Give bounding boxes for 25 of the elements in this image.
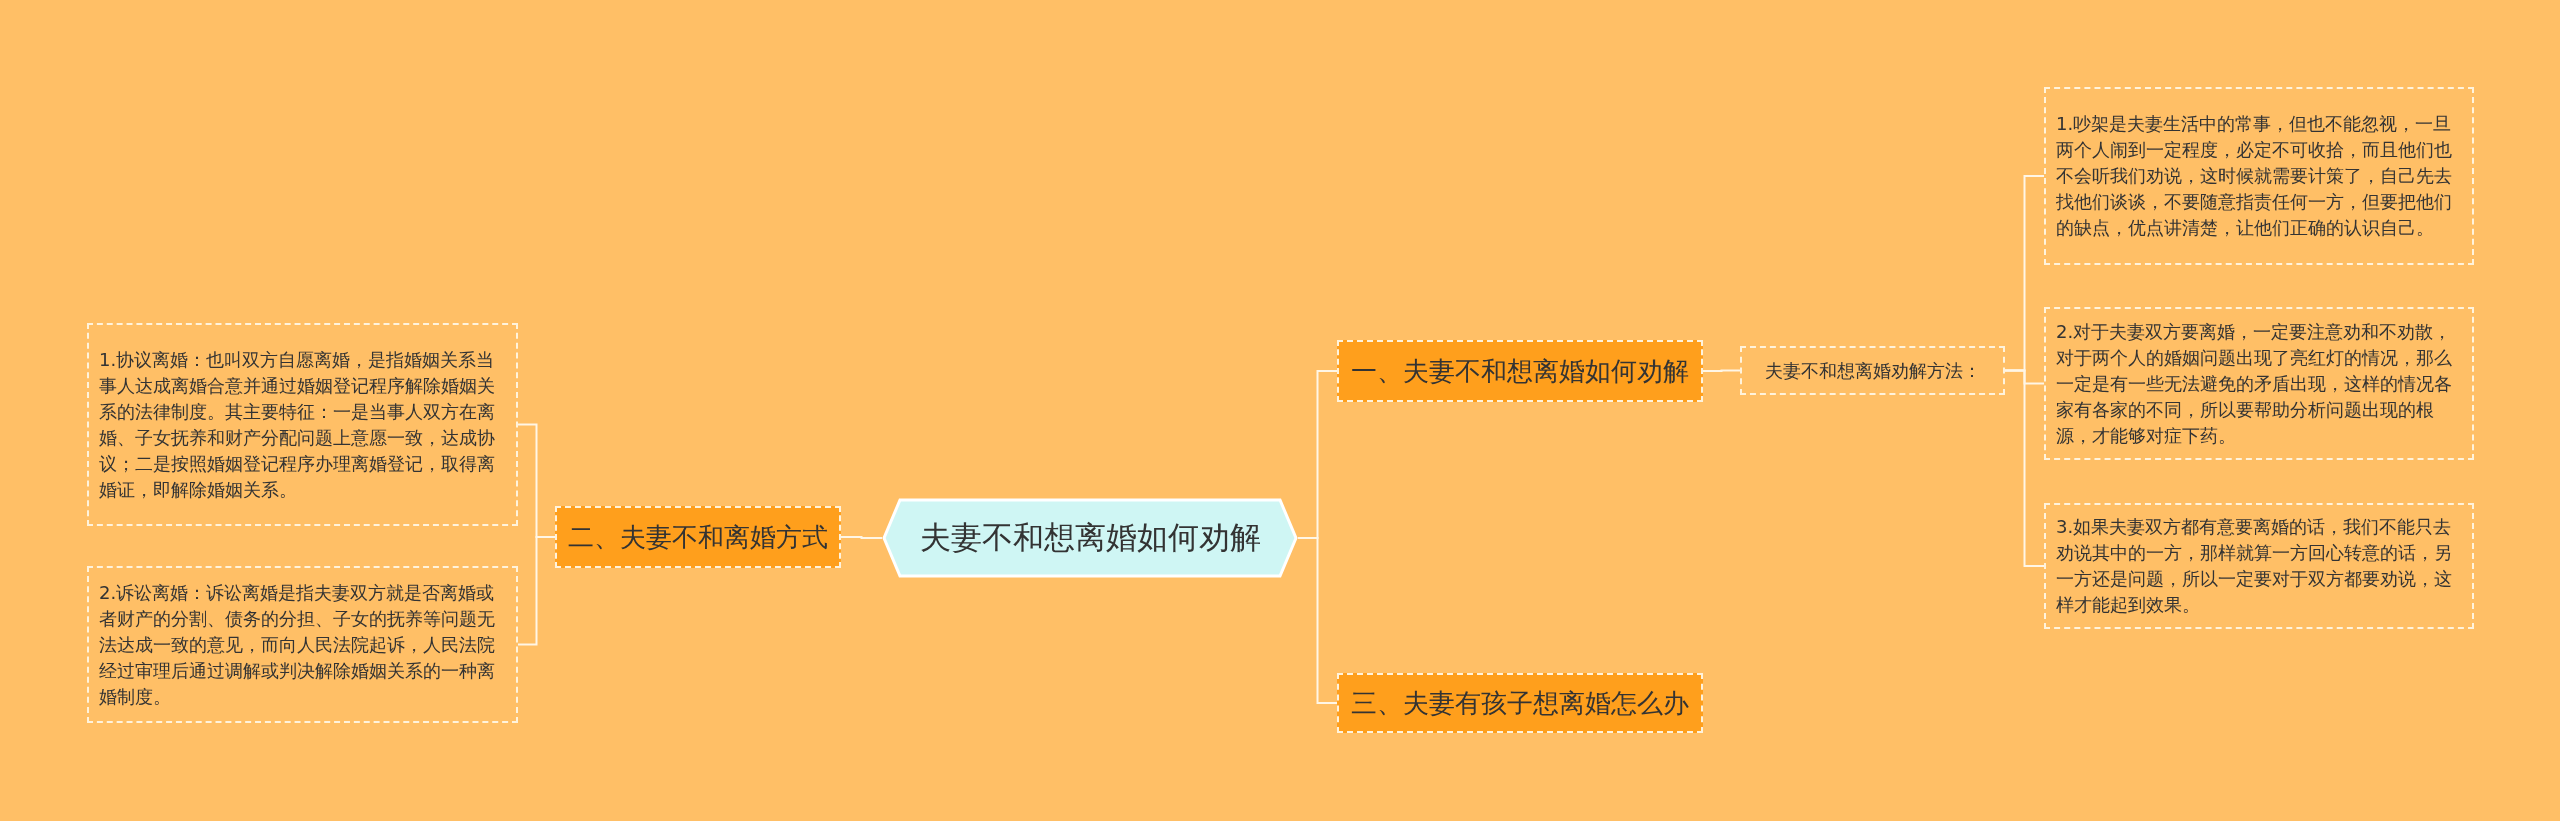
- branch-topic-box: [1337, 340, 1703, 402]
- note-text: 3.如果夫妻双方都有意要离婚的话，我们不能只去劝说其中的一方，那样就算一方回心转意的话，另一方还是问题，所以一定要对于双方都要劝说，这样才能起到效果。: [2056, 515, 2453, 617]
- note-box: [2044, 503, 2474, 629]
- note-box: [2044, 307, 2474, 460]
- branch-topic-box: [1337, 673, 1703, 733]
- connector-line: [840, 536, 883, 539]
- note-box: [87, 323, 518, 526]
- subtopic-box: [1740, 346, 2005, 395]
- topic-label: 一、夫妻不和想离婚如何劝解: [1351, 354, 1689, 388]
- note-text: 1.吵架是夫妻生活中的常事，但也不能忽视，一旦两个人闹到一定程度，必定不可收拾，而且他们也不会听我们劝说，这时候就需要计策了，自己先去找他们谈谈，不要随意指责任何一方，但要把他们的缺点，优点讲清楚，让他们正确的认识自己。: [2056, 112, 2453, 240]
- subtopic-label: 夫妻不和想离婚劝解方法：: [1764, 358, 1981, 383]
- topic-title: 夫妻不和想离婚如何劝解: [919, 518, 1261, 557]
- connector-line: [2004, 369, 2045, 567]
- topic-label: 二、夫妻不和离婚方式: [568, 520, 828, 554]
- connector-line: [1297, 537, 1338, 704]
- connector-line: [517, 536, 556, 646]
- note-text: 2.对于夫妻双方要离婚，一定要注意劝和不劝散，对于两个人的婚姻问题出现了亮红灯的情况，那么一定是有一些无法避免的矛盾出现，这样的情况各家有各家的不同，所以要帮助分析问题出现的根源，才能够对症下药。: [2056, 319, 2453, 448]
- topic-label: 三、夫妻有孩子想离婚怎么办: [1351, 686, 1689, 720]
- connector-line: [1702, 369, 1741, 372]
- note-box: [2044, 87, 2474, 265]
- branch-topic-box: [555, 506, 841, 568]
- note-text: 1.协议离婚：也叫双方自愿离婚，是指婚姻关系当事人达成离婚合意并通过婚姻登记程序解除婚姻关系的法律制度。其主要特征：一是当事人双方在离婚、子女抚养和财产分配问题上意愿一致，达成协议；二是按照婚姻登记程序办理离婚登记，取得离婚证，即解除婚姻关系。: [99, 347, 496, 502]
- central-topic: [882, 498, 1298, 578]
- note-box: [87, 566, 518, 723]
- note-text: 2.诉讼离婚：诉讼离婚是指夫妻双方就是否离婚或者财产的分割、债务的分担、子女的抚养等问题无法达成一致的意见，而向人民法院起诉，人民法院经过审理后通过调解或判决解除婚姻关系的一种离婚制度。: [99, 580, 496, 709]
